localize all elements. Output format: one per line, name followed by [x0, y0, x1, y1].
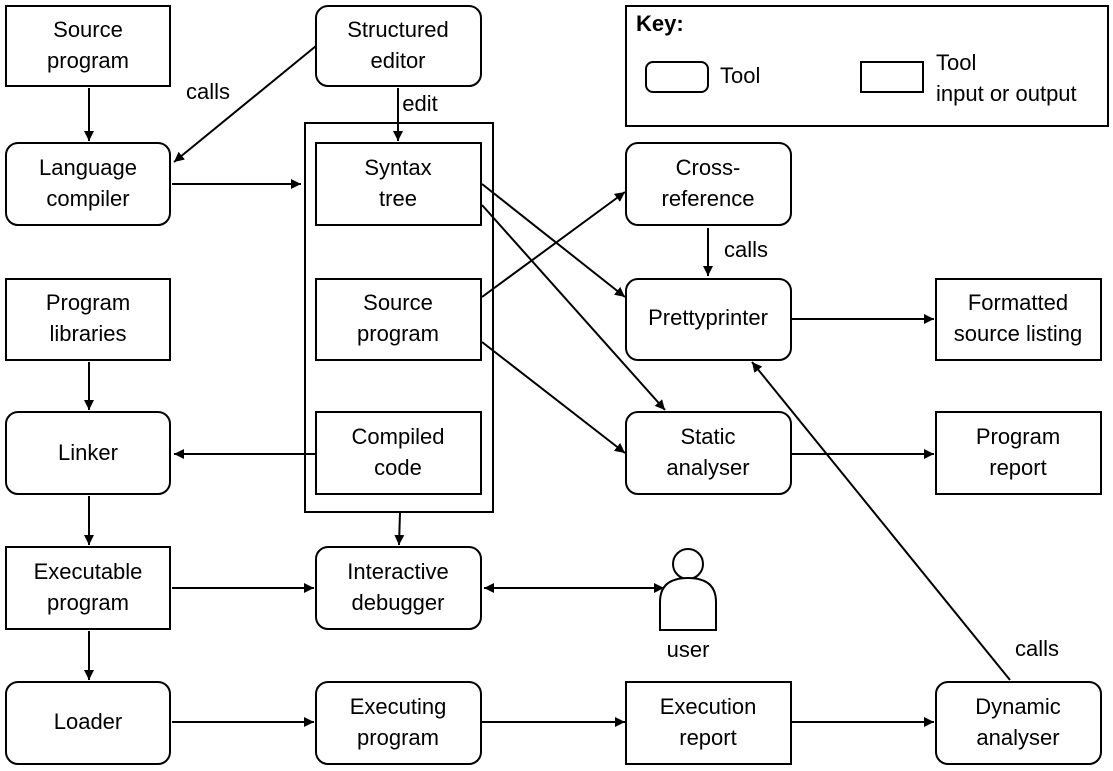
node-program-libraries: Program libraries	[5, 278, 171, 361]
node-label: Program	[46, 290, 130, 315]
node-label: Structured	[347, 17, 449, 42]
key-io-label-line2: input or output	[936, 81, 1077, 106]
label-calls-crossref: calls	[724, 237, 768, 262]
edge-syntax-to-prettyprinter	[481, 183, 626, 298]
editor-workspace-group	[304, 122, 494, 513]
key-io-swatch	[860, 61, 924, 93]
node-interactive-debugger: Interactive debugger	[315, 546, 482, 630]
node-label: Loader	[54, 709, 123, 734]
node-label: Static	[680, 424, 735, 449]
key-io-label-line1: Tool	[936, 50, 976, 75]
node-cross-reference: Cross- reference	[625, 142, 792, 226]
key-tool-swatch	[645, 61, 709, 93]
node-label: Source	[53, 17, 123, 42]
node-prettyprinter: Prettyprinter	[625, 278, 792, 361]
node-label: debugger	[352, 590, 445, 615]
edge-source-to-crossref	[481, 191, 626, 298]
node-label: Syntax	[364, 155, 431, 180]
edge-editor-calls-compiler	[173, 45, 317, 163]
node-label: program	[357, 725, 439, 750]
label-calls-dynamic: calls	[1015, 636, 1059, 661]
node-label: Interactive	[347, 559, 449, 584]
node-dynamic-analyser: Dynamic analyser	[935, 681, 1102, 765]
node-syntax-tree: Syntax tree	[315, 142, 482, 226]
node-label: libraries	[49, 321, 126, 346]
node-linker: Linker	[5, 411, 171, 495]
node-structured-editor: Structured editor	[315, 5, 482, 87]
node-label: Executable	[34, 559, 143, 584]
node-executable-program: Executable program	[5, 546, 171, 630]
node-label: Source	[363, 290, 433, 315]
node-label: code	[374, 455, 422, 480]
node-label: report	[989, 455, 1046, 480]
user-label: user	[667, 637, 710, 662]
node-label: Program	[976, 424, 1060, 449]
node-label: analyser	[666, 455, 749, 480]
node-label: Linker	[58, 440, 118, 465]
node-user: user	[659, 548, 717, 662]
node-label: analyser	[976, 725, 1059, 750]
node-label: editor	[370, 48, 425, 73]
node-label: Executing	[350, 694, 447, 719]
node-label: program	[357, 321, 439, 346]
label-edit: edit	[402, 91, 437, 116]
node-label: source listing	[954, 321, 1082, 346]
node-label: tree	[379, 186, 417, 211]
node-executing-program: Executing program	[315, 681, 482, 765]
node-compiled-code: Compiled code	[315, 411, 482, 495]
key-legend: Key: Tool Tool input or output	[625, 5, 1109, 127]
node-label: Dynamic	[975, 694, 1061, 719]
node-label: compiler	[46, 186, 129, 211]
edge-group-to-debugger	[394, 511, 405, 546]
user-icon	[659, 548, 717, 631]
key-tool-label: Tool	[720, 63, 760, 88]
edge-dynamic-calls-prettyprinter	[751, 361, 1011, 681]
node-formatted-listing: Formatted source listing	[935, 278, 1102, 361]
node-label: report	[679, 725, 736, 750]
node-label: reference	[662, 186, 755, 211]
node-static-analyser: Static analyser	[625, 411, 792, 495]
label-calls-editor: calls	[186, 79, 230, 104]
node-label: Compiled	[352, 424, 445, 449]
key-title: Key:	[636, 11, 684, 36]
node-source-program-mid: Source program	[315, 278, 482, 361]
node-label: Execution	[660, 694, 757, 719]
node-label: Formatted	[968, 290, 1068, 315]
node-label: program	[47, 590, 129, 615]
node-language-compiler: Language compiler	[5, 142, 171, 226]
node-loader: Loader	[5, 681, 171, 765]
edge-source-to-static	[481, 341, 626, 454]
node-execution-report: Execution report	[625, 681, 792, 765]
node-label: Cross-	[676, 155, 741, 180]
node-label: Prettyprinter	[648, 305, 768, 330]
node-label: Language	[39, 155, 137, 180]
node-label: program	[47, 48, 129, 73]
node-source-program-top: Source program	[5, 5, 171, 87]
edge-syntax-to-static	[481, 204, 666, 411]
node-program-report: Program report	[935, 411, 1102, 495]
